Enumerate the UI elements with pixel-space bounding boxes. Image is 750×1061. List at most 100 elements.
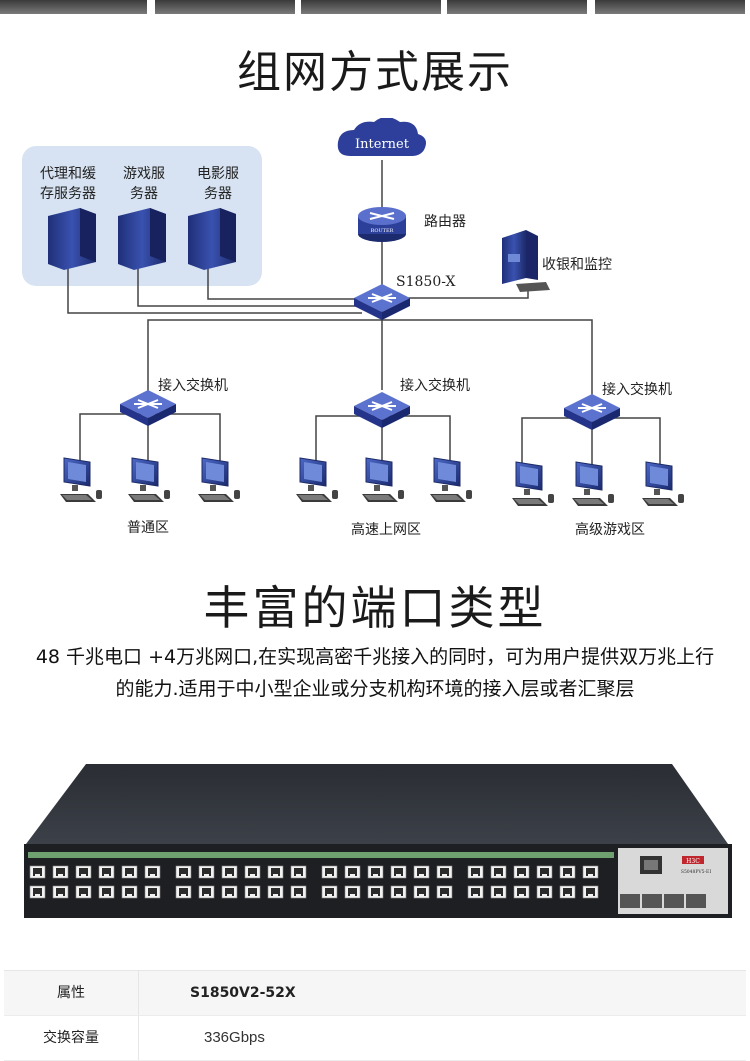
router-label: 路由器 xyxy=(424,214,466,230)
internet-cloud-icon xyxy=(337,118,426,156)
ethernet-port xyxy=(175,865,192,879)
spec-row: 属性 S1850V2-52X xyxy=(4,971,746,1016)
ethernet-port xyxy=(467,885,484,899)
server-label-line1: 游戏服 xyxy=(123,166,165,182)
ethernet-port xyxy=(52,885,69,899)
server-tower-icon xyxy=(188,208,236,270)
spec-value: S1850V2-52X xyxy=(190,985,296,1001)
sfp-port xyxy=(642,894,662,908)
access-switch-icon xyxy=(563,393,621,431)
ethernet-port xyxy=(144,865,161,879)
ethernet-port xyxy=(221,865,238,879)
ethernet-port xyxy=(344,885,361,899)
network-topology-diagram: Internet ROUTER 路由器 S1850-X 收银和监控 代理和缓 存… xyxy=(22,118,685,538)
ethernet-port xyxy=(490,885,507,899)
spec-table: 属性 S1850V2-52X 交换容量 336Gbps xyxy=(4,970,746,1061)
networking-section-title: 组网方式展示 xyxy=(237,47,513,98)
spec-value: 336Gbps xyxy=(204,1029,265,1046)
ethernet-port xyxy=(536,885,553,899)
ethernet-port xyxy=(221,885,238,899)
ethernet-port xyxy=(121,865,138,879)
access-switch-icon xyxy=(353,391,411,429)
ethernet-port xyxy=(436,885,453,899)
spec-row: 交换容量 336Gbps xyxy=(4,1016,746,1061)
switch-chassis-top xyxy=(26,764,728,844)
ethernet-port xyxy=(559,885,576,899)
ethernet-port xyxy=(367,865,384,879)
ethernet-port xyxy=(582,885,599,899)
ethernet-port xyxy=(29,885,46,899)
server-label-line1: 电影服 xyxy=(197,166,239,182)
zone-label: 普通区 xyxy=(127,520,169,536)
ethernet-port xyxy=(290,865,307,879)
access-switch-icon xyxy=(119,389,177,427)
ethernet-port xyxy=(413,885,430,899)
ethernet-port xyxy=(75,865,92,879)
zone-label: 高速上网区 xyxy=(351,521,421,538)
ethernet-port xyxy=(413,865,430,879)
ethernet-port xyxy=(267,885,284,899)
ethernet-port xyxy=(121,885,138,899)
ethernet-port xyxy=(367,885,384,899)
pc-icon xyxy=(511,461,555,507)
switch-device-image: H3C S5048PV5-EI xyxy=(24,764,732,918)
monitor-station-icon xyxy=(502,230,550,292)
ethernet-port xyxy=(390,865,407,879)
monitor-label: 收银和监控 xyxy=(542,257,612,273)
ethernet-port xyxy=(267,865,284,879)
ethernet-port xyxy=(582,865,599,879)
ethernet-port xyxy=(390,885,407,899)
core-switch-label: S1850-X xyxy=(396,274,455,290)
ethernet-port xyxy=(75,885,92,899)
ethernet-port xyxy=(536,865,553,879)
access-switch-label: 接入交换机 xyxy=(400,377,470,394)
pc-icon xyxy=(429,457,473,503)
server-label-line2: 务器 xyxy=(204,186,232,202)
router-icon xyxy=(358,207,406,242)
server-label-line2: 务器 xyxy=(130,186,158,202)
pc-icon xyxy=(127,457,171,503)
ethernet-port xyxy=(513,865,530,879)
ethernet-port xyxy=(52,865,69,879)
ports-section-title: 丰富的端口类型 xyxy=(203,581,547,635)
access-switch-label: 接入交换机 xyxy=(158,377,228,394)
ethernet-port xyxy=(98,865,115,879)
ethernet-port xyxy=(98,885,115,899)
ports-description-line1: 48 千兆电口 +4万兆网口,在实现高密千兆接入的同时，可为用户提供双万兆上行 xyxy=(35,646,715,668)
ethernet-port xyxy=(198,885,215,899)
ethernet-port xyxy=(321,865,338,879)
ethernet-port xyxy=(490,865,507,879)
pc-icon xyxy=(197,457,241,503)
sfp-port xyxy=(664,894,684,908)
spec-key: 交换容量 xyxy=(4,1016,139,1060)
internet-label: Internet xyxy=(355,137,410,152)
ethernet-port xyxy=(467,865,484,879)
ports-description-line2: 的能力.适用于中小型企业或分支机构环境的接入层或者汇聚层 xyxy=(115,678,635,700)
ethernet-port xyxy=(198,865,215,879)
pc-icon xyxy=(59,457,103,503)
ethernet-port xyxy=(513,885,530,899)
router-badge: ROUTER xyxy=(371,228,394,234)
zone-label: 高级游戏区 xyxy=(575,521,645,538)
server-tower-icon xyxy=(48,208,96,270)
ethernet-port xyxy=(144,885,161,899)
server-label-line1: 代理和缓 xyxy=(40,166,96,182)
server-tower-icon xyxy=(118,208,166,270)
pc-icon xyxy=(571,461,615,507)
access-switch-label: 接入交换机 xyxy=(602,381,672,398)
server-label-line2: 存服务器 xyxy=(40,186,96,202)
top-image-strip xyxy=(0,0,750,14)
ethernet-port xyxy=(344,865,361,879)
ethernet-port xyxy=(290,885,307,899)
ethernet-port xyxy=(244,885,261,899)
sfp-port xyxy=(686,894,706,908)
ethernet-port xyxy=(436,865,453,879)
pc-icon xyxy=(295,457,339,503)
ethernet-port xyxy=(29,865,46,879)
ethernet-port xyxy=(175,885,192,899)
model-text: S5048PV5-EI xyxy=(681,869,711,875)
brand-logo: H3C xyxy=(686,858,700,865)
ethernet-port xyxy=(244,865,261,879)
spec-key: 属性 xyxy=(4,971,139,1015)
ethernet-port xyxy=(321,885,338,899)
